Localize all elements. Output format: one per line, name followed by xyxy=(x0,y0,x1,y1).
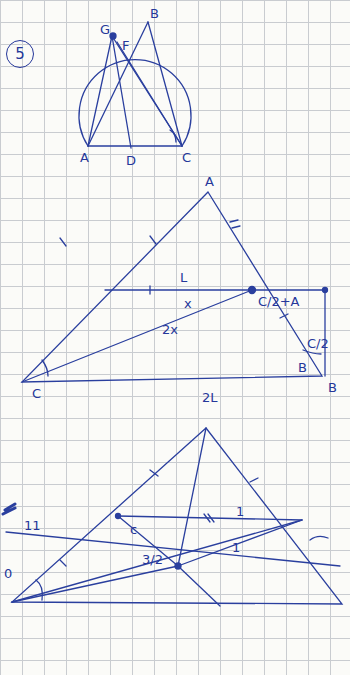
point-label: C xyxy=(30,386,43,401)
point-label: 0 xyxy=(2,566,14,581)
point-label: 11 xyxy=(22,518,43,533)
point-label: 1 xyxy=(230,540,242,555)
point-label: B xyxy=(148,6,161,21)
circled-number: 5 xyxy=(6,40,34,68)
point-label: 2L xyxy=(200,390,220,405)
point-label: 2x xyxy=(160,322,180,337)
number-text: 5 xyxy=(15,45,25,63)
point-label: F xyxy=(120,38,131,53)
point-label: G xyxy=(98,22,112,37)
point-label: 1 xyxy=(234,504,246,519)
point-label: C xyxy=(180,150,193,165)
point-label: 3/2 xyxy=(140,552,165,567)
point-label: B xyxy=(296,360,309,375)
point-label: B xyxy=(326,380,339,395)
point-label: c xyxy=(128,522,139,537)
point-label: L xyxy=(178,270,189,285)
point-label: C/2+A xyxy=(256,294,302,309)
point-label: A xyxy=(203,174,216,189)
point-label: x xyxy=(182,296,194,311)
point-label: D xyxy=(124,153,138,168)
point-label: C/2 xyxy=(305,336,331,351)
point-label: A xyxy=(78,150,91,165)
